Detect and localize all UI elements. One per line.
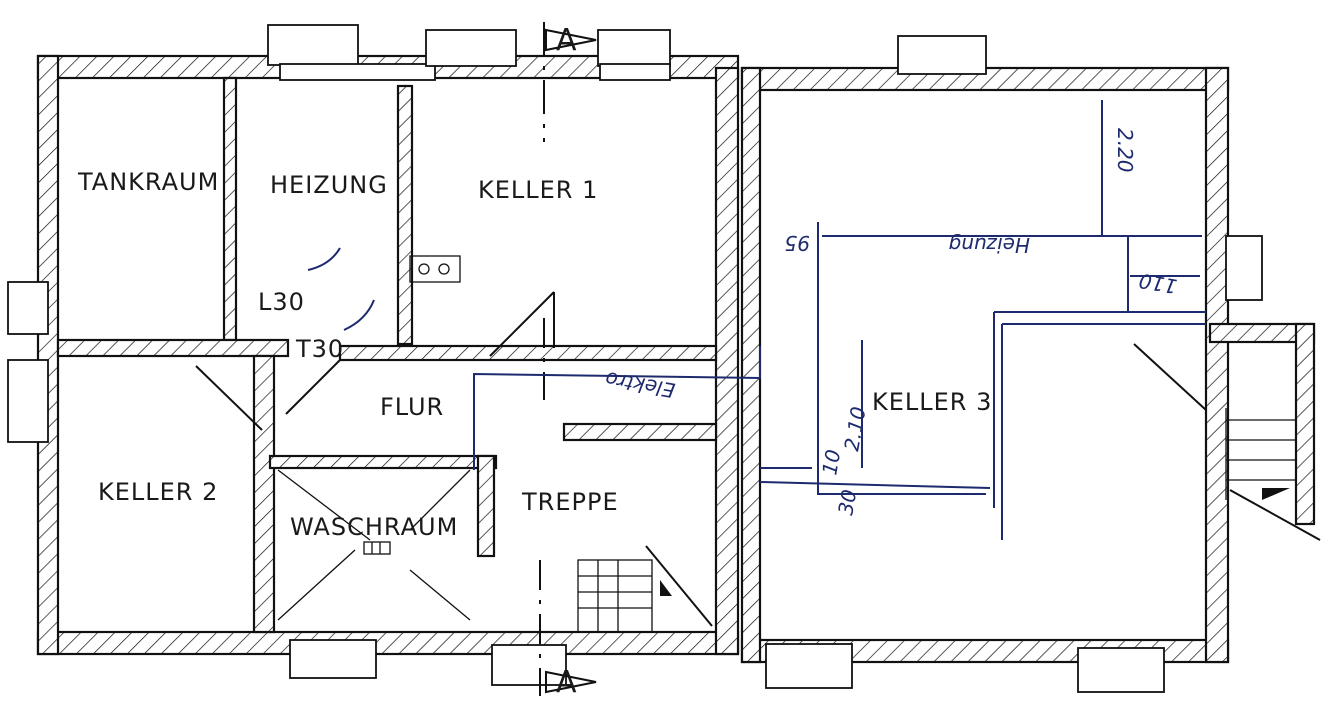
room-label-heizung: HEIZUNG — [270, 171, 388, 199]
annotation-dim-10: 10 — [817, 448, 845, 477]
door-rating-t30: T30 — [295, 335, 344, 363]
room-label-flur: FLUR — [380, 393, 444, 421]
left-windows — [7, 24, 671, 686]
annotation-dim-220: 2.20 — [1113, 128, 1137, 173]
section-mark-top: A — [556, 23, 578, 58]
door-rating-l30: L30 — [258, 288, 305, 316]
room-label-waschraum: WASCHRAUM — [290, 513, 458, 541]
section-line-a — [539, 22, 597, 696]
section-mark-bottom: A — [556, 665, 578, 700]
room-label-keller3: KELLER 3 — [872, 388, 992, 416]
left-door-swings — [195, 255, 713, 633]
right-windows — [765, 35, 1263, 693]
annotation-elektro: Elektro — [603, 367, 676, 403]
annotation-dim-95: 95 — [785, 231, 810, 255]
room-label-keller2: KELLER 2 — [98, 478, 218, 506]
room-label-keller1: KELLER 1 — [478, 176, 598, 204]
annotation-heizung: Heizung — [949, 233, 1030, 257]
right-building-walls — [740, 66, 1316, 664]
left-building-walls — [36, 54, 740, 656]
annotation-dim-110: 110 — [1137, 268, 1179, 298]
room-label-treppe: TREPPE — [521, 488, 619, 516]
right-details — [473, 100, 1321, 541]
annotation-dim-210: 2.10 — [839, 405, 870, 453]
room-label-tankraum: TANKRAUM — [77, 168, 219, 196]
annotation-dim-30: 30 — [833, 488, 861, 517]
